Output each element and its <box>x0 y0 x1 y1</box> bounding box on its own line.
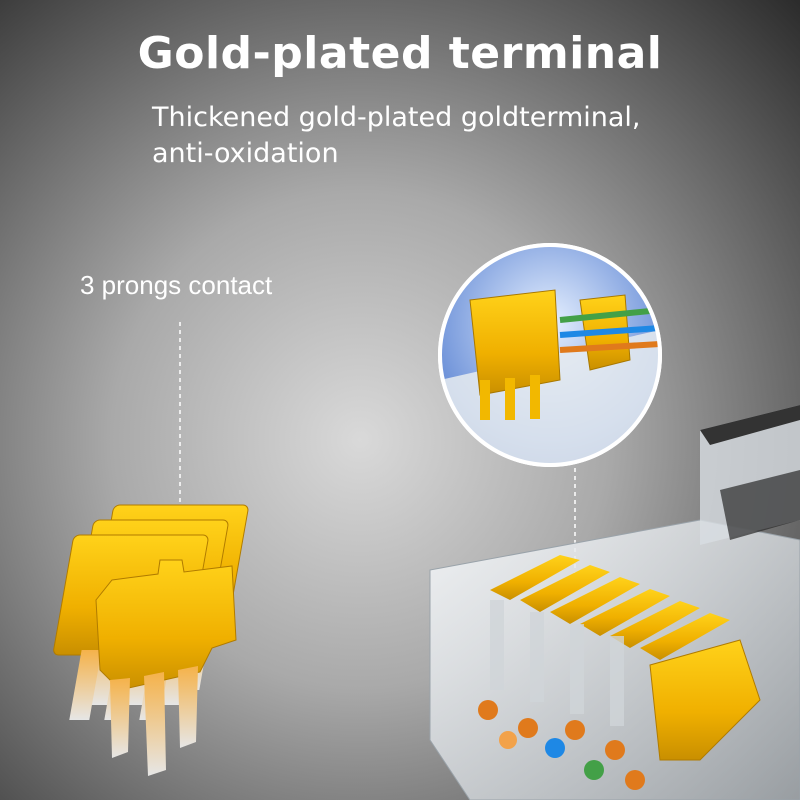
prongs-callout-label: 3 prongs contact <box>80 270 273 300</box>
connector-gold-contacts <box>490 555 761 761</box>
page-title: Gold-plated terminal <box>137 28 663 79</box>
wire-ends <box>478 700 645 790</box>
subtitle-line-2: anti-oxidation <box>152 138 339 169</box>
subtitle-line-1: Thickened gold-plated goldterminal, <box>152 102 641 133</box>
rj45-connector <box>429 405 800 800</box>
terminal-blade-front <box>95 559 237 776</box>
zoom-detail-circle <box>438 243 662 467</box>
page-subtitle: Thickened gold-plated goldterminal, anti… <box>152 100 752 172</box>
terminal-blades <box>53 504 249 776</box>
